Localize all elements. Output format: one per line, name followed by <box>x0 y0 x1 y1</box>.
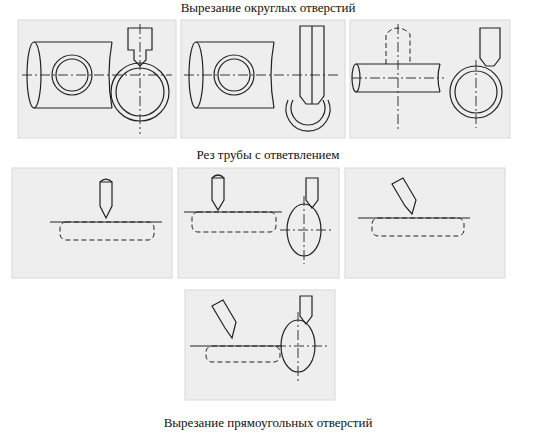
rect-hole-figure <box>190 296 330 384</box>
pipe-figure <box>184 26 340 131</box>
section-heading: Вырезание прямоугольных отверстий <box>164 416 373 430</box>
panel <box>345 168 505 278</box>
branch-cut-figure <box>358 178 470 236</box>
branch-cut-figure <box>184 175 334 264</box>
panel <box>185 290 335 400</box>
panel <box>12 168 172 278</box>
panel <box>18 20 176 138</box>
panel <box>181 20 345 138</box>
panel <box>178 168 339 278</box>
pipe-figure <box>352 24 502 132</box>
pipe-figure <box>22 24 172 134</box>
panel <box>350 20 510 138</box>
section-heading: Вырезание округлых отверстий <box>181 1 356 15</box>
section-heading: Рез трубы с ответвлением <box>196 148 339 162</box>
branch-cut-figure <box>50 179 162 240</box>
